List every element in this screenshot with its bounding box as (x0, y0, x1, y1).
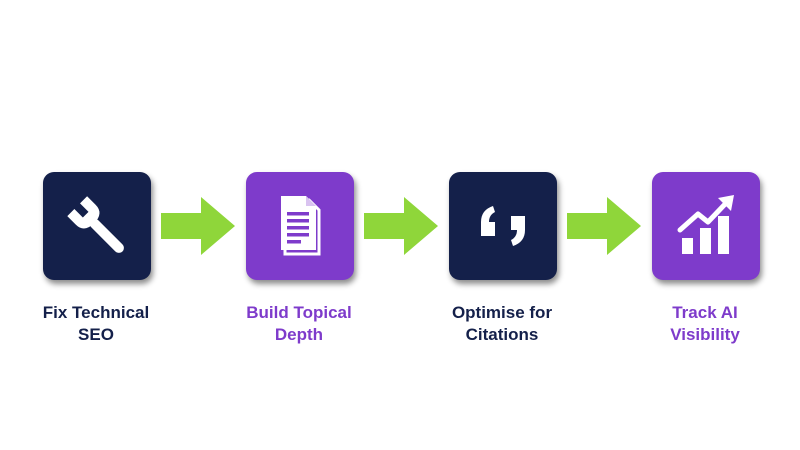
step-label-line1: Fix Technical (42, 303, 150, 322)
step-label: Track AI Visibility (625, 302, 785, 346)
step-label-line1: Optimise for (451, 303, 553, 322)
right-arrow-icon (161, 197, 235, 255)
step-label: Build Topical Depth (219, 302, 379, 346)
right-arrow-icon (364, 197, 438, 255)
step-tile-4 (652, 172, 760, 280)
step-label: Optimise for Citations (422, 302, 582, 346)
step-label-line1: Build Topical (246, 303, 352, 322)
quote-icon (481, 206, 525, 246)
right-arrow-icon (567, 197, 641, 255)
step-tile-1 (43, 172, 151, 280)
step-label-line2: Citations (465, 325, 539, 344)
wrench-icon (67, 196, 124, 253)
step-label-line2: Depth (274, 325, 324, 344)
step-tile-2 (246, 172, 354, 280)
step-tile-3 (449, 172, 557, 280)
step-label-line2: Visibility (670, 325, 740, 344)
step-label-line1: Track AI (672, 303, 738, 322)
growth-chart-icon (677, 195, 734, 254)
step-label: Fix Technical SEO (16, 302, 176, 346)
step-label-line2: SEO (78, 325, 114, 344)
document-icon (281, 196, 321, 256)
